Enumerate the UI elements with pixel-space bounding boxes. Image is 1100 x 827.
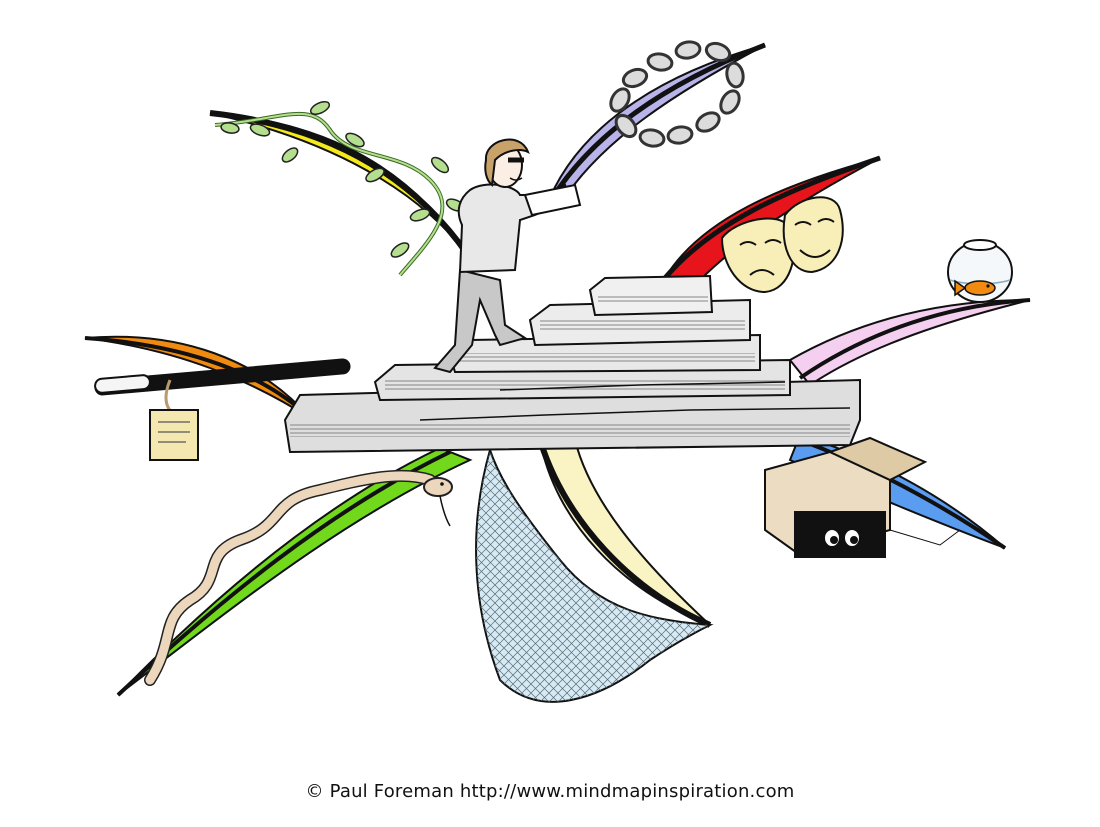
snake-branch <box>116 446 473 697</box>
stack-of-books <box>283 274 861 454</box>
theatre-masks <box>720 196 844 294</box>
cardboard-box <box>764 436 961 558</box>
fishbowl <box>947 239 1013 303</box>
vine <box>214 101 465 277</box>
copyright-notice: © Paul Foreman http://www.mindmapinspira… <box>305 781 795 802</box>
butterfly-net <box>475 446 714 703</box>
peeking-eyes <box>823 528 861 548</box>
person-climbing-books <box>433 138 582 374</box>
snake <box>144 469 453 686</box>
fishbowl-branch <box>788 298 1031 387</box>
chain <box>609 40 745 148</box>
goldfish <box>954 279 996 297</box>
cane-with-tag <box>94 358 351 461</box>
